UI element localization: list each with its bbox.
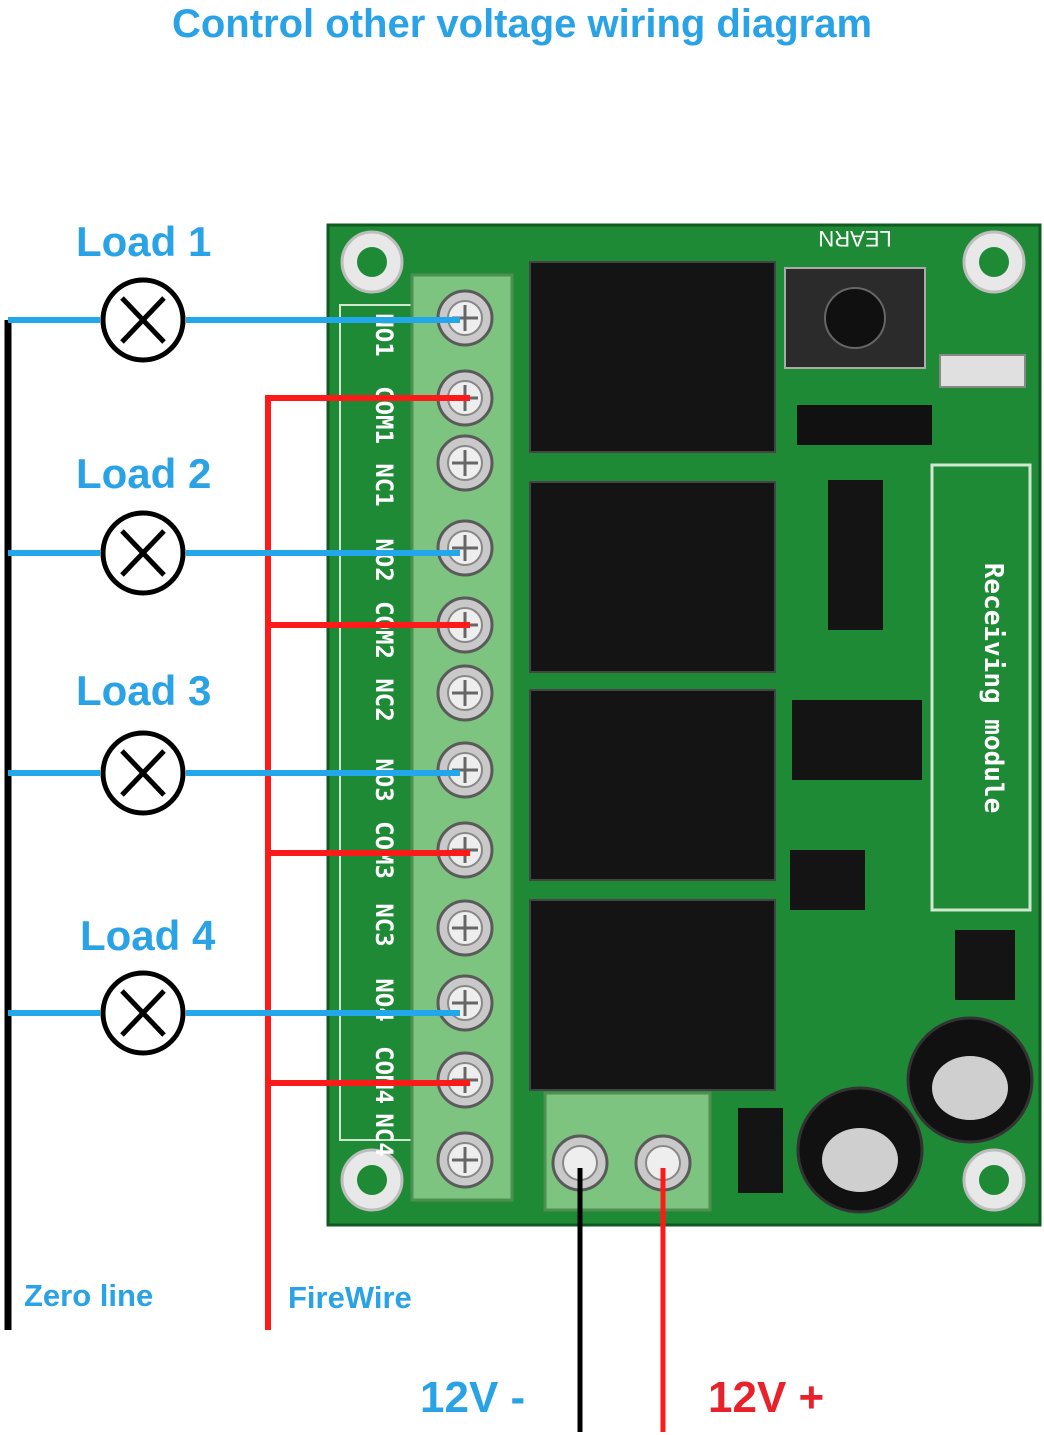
led-icon — [939, 354, 1026, 388]
screw-icon — [436, 899, 494, 957]
receiving-module-area — [930, 463, 1032, 912]
power-screws — [551, 1134, 692, 1192]
terminal-screws — [436, 289, 494, 1189]
load-1-label: Load 1 — [76, 218, 212, 265]
terminal-label-nc4: NC4 — [370, 1113, 398, 1156]
mounting-holes — [340, 230, 1026, 1212]
screw-icon — [436, 974, 494, 1032]
screw-icon — [436, 741, 494, 799]
load-2-label: Load 2 — [76, 450, 212, 497]
lamp-icon — [100, 730, 186, 816]
terminal-label-strip — [339, 304, 413, 1141]
terminal-label-no2: NO2 — [370, 538, 398, 581]
relay-4 — [529, 899, 776, 1091]
relays — [529, 261, 776, 1091]
screw-icon — [436, 664, 494, 722]
learn-button-icon — [784, 267, 926, 369]
relay-2 — [529, 481, 776, 673]
fire-branches — [265, 395, 470, 1086]
terminal-label-nc3: NC3 — [370, 903, 398, 946]
screw-icon — [436, 519, 494, 577]
zero-line-label: Zero line — [24, 1278, 154, 1313]
load-4-label: Load 4 — [80, 912, 216, 959]
relay-3 — [529, 689, 776, 881]
ic-chips — [738, 480, 1015, 1193]
screw-icon — [436, 1131, 494, 1189]
lamp-icon — [100, 970, 186, 1056]
jumper-header — [797, 405, 932, 445]
terminal-label-com4: COM4 — [370, 1046, 398, 1104]
lamp-icon — [100, 510, 186, 596]
power-negative-label: 12V - — [420, 1373, 526, 1422]
lamp-icon — [100, 277, 186, 363]
diagram-title: Control other voltage wiring diagram — [171, 2, 873, 46]
terminal-label-com2: COM2 — [370, 601, 398, 659]
relay-1 — [529, 261, 776, 453]
screw-icon — [551, 1134, 609, 1192]
load-wires — [8, 317, 460, 1016]
learn-label: LEARN — [818, 226, 891, 251]
terminal-label-nc1: NC1 — [370, 463, 398, 506]
firewire-label: FireWire — [288, 1280, 412, 1315]
terminal-label-com1: COM1 — [370, 386, 398, 444]
receiver-board — [326, 223, 1042, 1227]
wires — [4, 317, 666, 1432]
power-positive-label: 12V + — [708, 1373, 825, 1422]
terminal-block — [410, 273, 514, 1202]
terminal-label-no3: NO3 — [370, 758, 398, 801]
capacitor-icon — [796, 1016, 1034, 1214]
screw-icon — [436, 434, 494, 492]
lamps — [100, 277, 186, 1056]
module-label: Receiving module — [978, 563, 1008, 813]
terminal-label-nc2: NC2 — [370, 678, 398, 721]
screw-icon — [634, 1134, 692, 1192]
load-3-label: Load 3 — [76, 667, 212, 714]
